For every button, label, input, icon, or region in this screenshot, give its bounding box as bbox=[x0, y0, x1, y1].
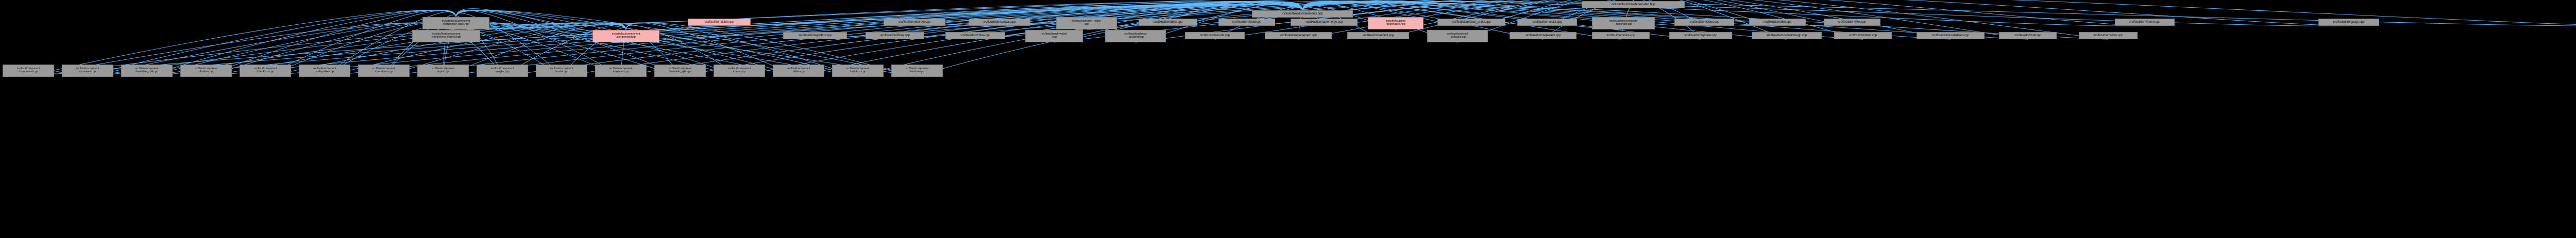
graph-node[interactable]: src/ftxui/dom/dim.cpp bbox=[1749, 19, 1806, 26]
graph-node[interactable]: src/ftxui/component /maybe.cpp bbox=[477, 65, 528, 77]
graph-node[interactable]: src/ftxui/dom/border.cpp bbox=[884, 19, 945, 26]
graph-node[interactable]: src/ftxui/component /checkbox.cpp bbox=[240, 65, 291, 77]
graph-edge bbox=[1633, 0, 2109, 40]
graph-node[interactable]: src/ftxui/dom/scroll _indicator.cpp bbox=[1427, 30, 1488, 42]
graph-node[interactable]: src/ftxui/component /radiobox.cpp bbox=[832, 65, 884, 77]
graph-edge bbox=[1214, 0, 1634, 40]
graph-node[interactable]: src/ftxui/dom/separator.cpp bbox=[1510, 32, 1577, 39]
graph-node[interactable]: src/ftxui/dom/underlined.cpp bbox=[1917, 32, 1985, 39]
graph-node[interactable]: src/ftxui/dom/composite _decorator.cpp bbox=[1592, 17, 1655, 29]
graph-node[interactable]: src/ftxui/dom/spinner.cpp bbox=[1669, 32, 1732, 39]
graph-edge bbox=[455, 0, 1634, 30]
graph-node[interactable]: src/ftxui/component /resizable_split.cpp bbox=[121, 65, 173, 77]
graph-node[interactable]: src/ftxui/component /container.cpp bbox=[62, 65, 113, 77]
graph-node[interactable]: include/ftxui/dom/elements.hpp bbox=[1252, 10, 1353, 18]
graph-node[interactable]: include/ftxui/dom /deprecated.hpp bbox=[1368, 17, 1423, 29]
graph-node[interactable]: src/ftxui/dom/canvas.cpp bbox=[969, 19, 1030, 26]
graph-node[interactable]: src/ftxui/dom/text.cpp bbox=[1834, 32, 1892, 39]
graph-edge bbox=[1633, 0, 2349, 26]
graph-node[interactable]: src/ftxui/component /dropdown.cpp bbox=[358, 65, 410, 77]
graph-node[interactable]: include/ftxui/dom/deprecated.hpp bbox=[1582, 1, 1685, 8]
graph-node[interactable]: src/ftxui/dom/node.cpp bbox=[1185, 32, 1245, 39]
graph-node[interactable]: src/ftxui/component /window.cpp bbox=[891, 65, 943, 77]
graph-node[interactable]: src/ftxui/dom/automerge.cpp bbox=[1291, 19, 1358, 26]
graph-node[interactable]: src/ftxui/component /collapsible.cpp bbox=[299, 65, 350, 77]
graph-node[interactable]: src/ftxui/dom/hflow.cpp bbox=[945, 32, 1005, 39]
graph-node[interactable]: src/ftxui/component /input.cpp bbox=[417, 65, 469, 77]
graph-node[interactable]: src/ftxui/dom/gauge.cpp bbox=[2318, 19, 2379, 26]
graph-node[interactable]: src/ftxui/dom/strikethrough.cpp bbox=[1752, 32, 1822, 39]
graph-node[interactable]: src/ftxui/dom/frame.cpp bbox=[2115, 19, 2175, 26]
graph-edge bbox=[894, 2, 1303, 40]
graph-node[interactable]: src/ftxui/component /slider.cpp bbox=[773, 65, 824, 77]
graph-node[interactable]: src/ftxui/dom/box_helper .cpp bbox=[1056, 17, 1117, 29]
graph-edge bbox=[1302, 2, 1621, 40]
graph-node[interactable]: src/ftxui/dom/flex.cpp bbox=[1824, 19, 1880, 26]
graph-node[interactable]: src/ftxui/component /renderer.cpp bbox=[595, 65, 647, 77]
graph-node[interactable]: src/ftxui/component /modal.cpp bbox=[536, 65, 587, 77]
graph-node[interactable]: src/ftxui/dom/dbox.cpp bbox=[1674, 19, 1734, 26]
graph-node[interactable]: src/ftxui/dom/inverted .cpp bbox=[1025, 30, 1083, 42]
graph-node[interactable]: src/ftxui/component /button.cpp bbox=[180, 65, 232, 77]
graph-edge bbox=[1298, 0, 1634, 40]
graph-node[interactable]: src/ftxui/component /menu.cpp bbox=[714, 65, 765, 77]
graph-node[interactable]: src/ftxui/dom/gridbox.cpp bbox=[783, 32, 847, 39]
graph-node[interactable]: src/ftxui/dom/bold.cpp bbox=[1218, 19, 1275, 26]
graph-node[interactable]: src/ftxui/dom/util.cpp bbox=[1999, 32, 2057, 39]
graph-node[interactable]: src/ftxui/component /component.cpp bbox=[3, 65, 54, 77]
graph-node[interactable]: src/ftxui/dom/vbox.cpp bbox=[2079, 32, 2138, 39]
graph-edge bbox=[1302, 2, 1701, 40]
graph-edge bbox=[917, 4, 1303, 77]
graph-edge bbox=[975, 2, 1303, 40]
graph-node[interactable]: src/ftxui/dom/table.cpp bbox=[688, 19, 751, 26]
graph-edge bbox=[324, 22, 626, 77]
graph-node[interactable]: src/ftxui/dom/color.cpp bbox=[1517, 19, 1577, 26]
graph-node[interactable]: src/ftxui/dom/hbox.cpp bbox=[866, 32, 924, 39]
graph-node[interactable]: include/ftxui/component /component_optio… bbox=[412, 30, 480, 42]
graph-node[interactable]: src/ftxui/dom/clear_under.cpp bbox=[1437, 19, 1505, 26]
graph-node[interactable]: src/ftxui/dom/size.cpp bbox=[1592, 32, 1650, 39]
graph-node[interactable]: src/ftxui/dom/reflect.cpp bbox=[1347, 32, 1409, 39]
graph-edge bbox=[625, 22, 918, 77]
graph-edge bbox=[1633, 0, 2028, 40]
graph-edge bbox=[1633, 0, 2145, 26]
graph-node[interactable]: include/ftxui/component /component.hpp bbox=[592, 30, 659, 42]
graph-node[interactable]: src/ftxui/dom/blink.cpp bbox=[1139, 19, 1197, 26]
graph-node[interactable]: src/ftxui/dom/linear _gradient.cpp bbox=[1105, 30, 1166, 42]
graph-node[interactable]: include/ftxui/component /component_base.… bbox=[422, 17, 489, 29]
graph-node[interactable]: src/ftxui/component /resizable_split.cpp bbox=[654, 65, 706, 77]
graph-node[interactable]: src/ftxui/dom/paragraph.cpp bbox=[1265, 32, 1332, 39]
graph-edge bbox=[1633, 0, 2576, 25]
